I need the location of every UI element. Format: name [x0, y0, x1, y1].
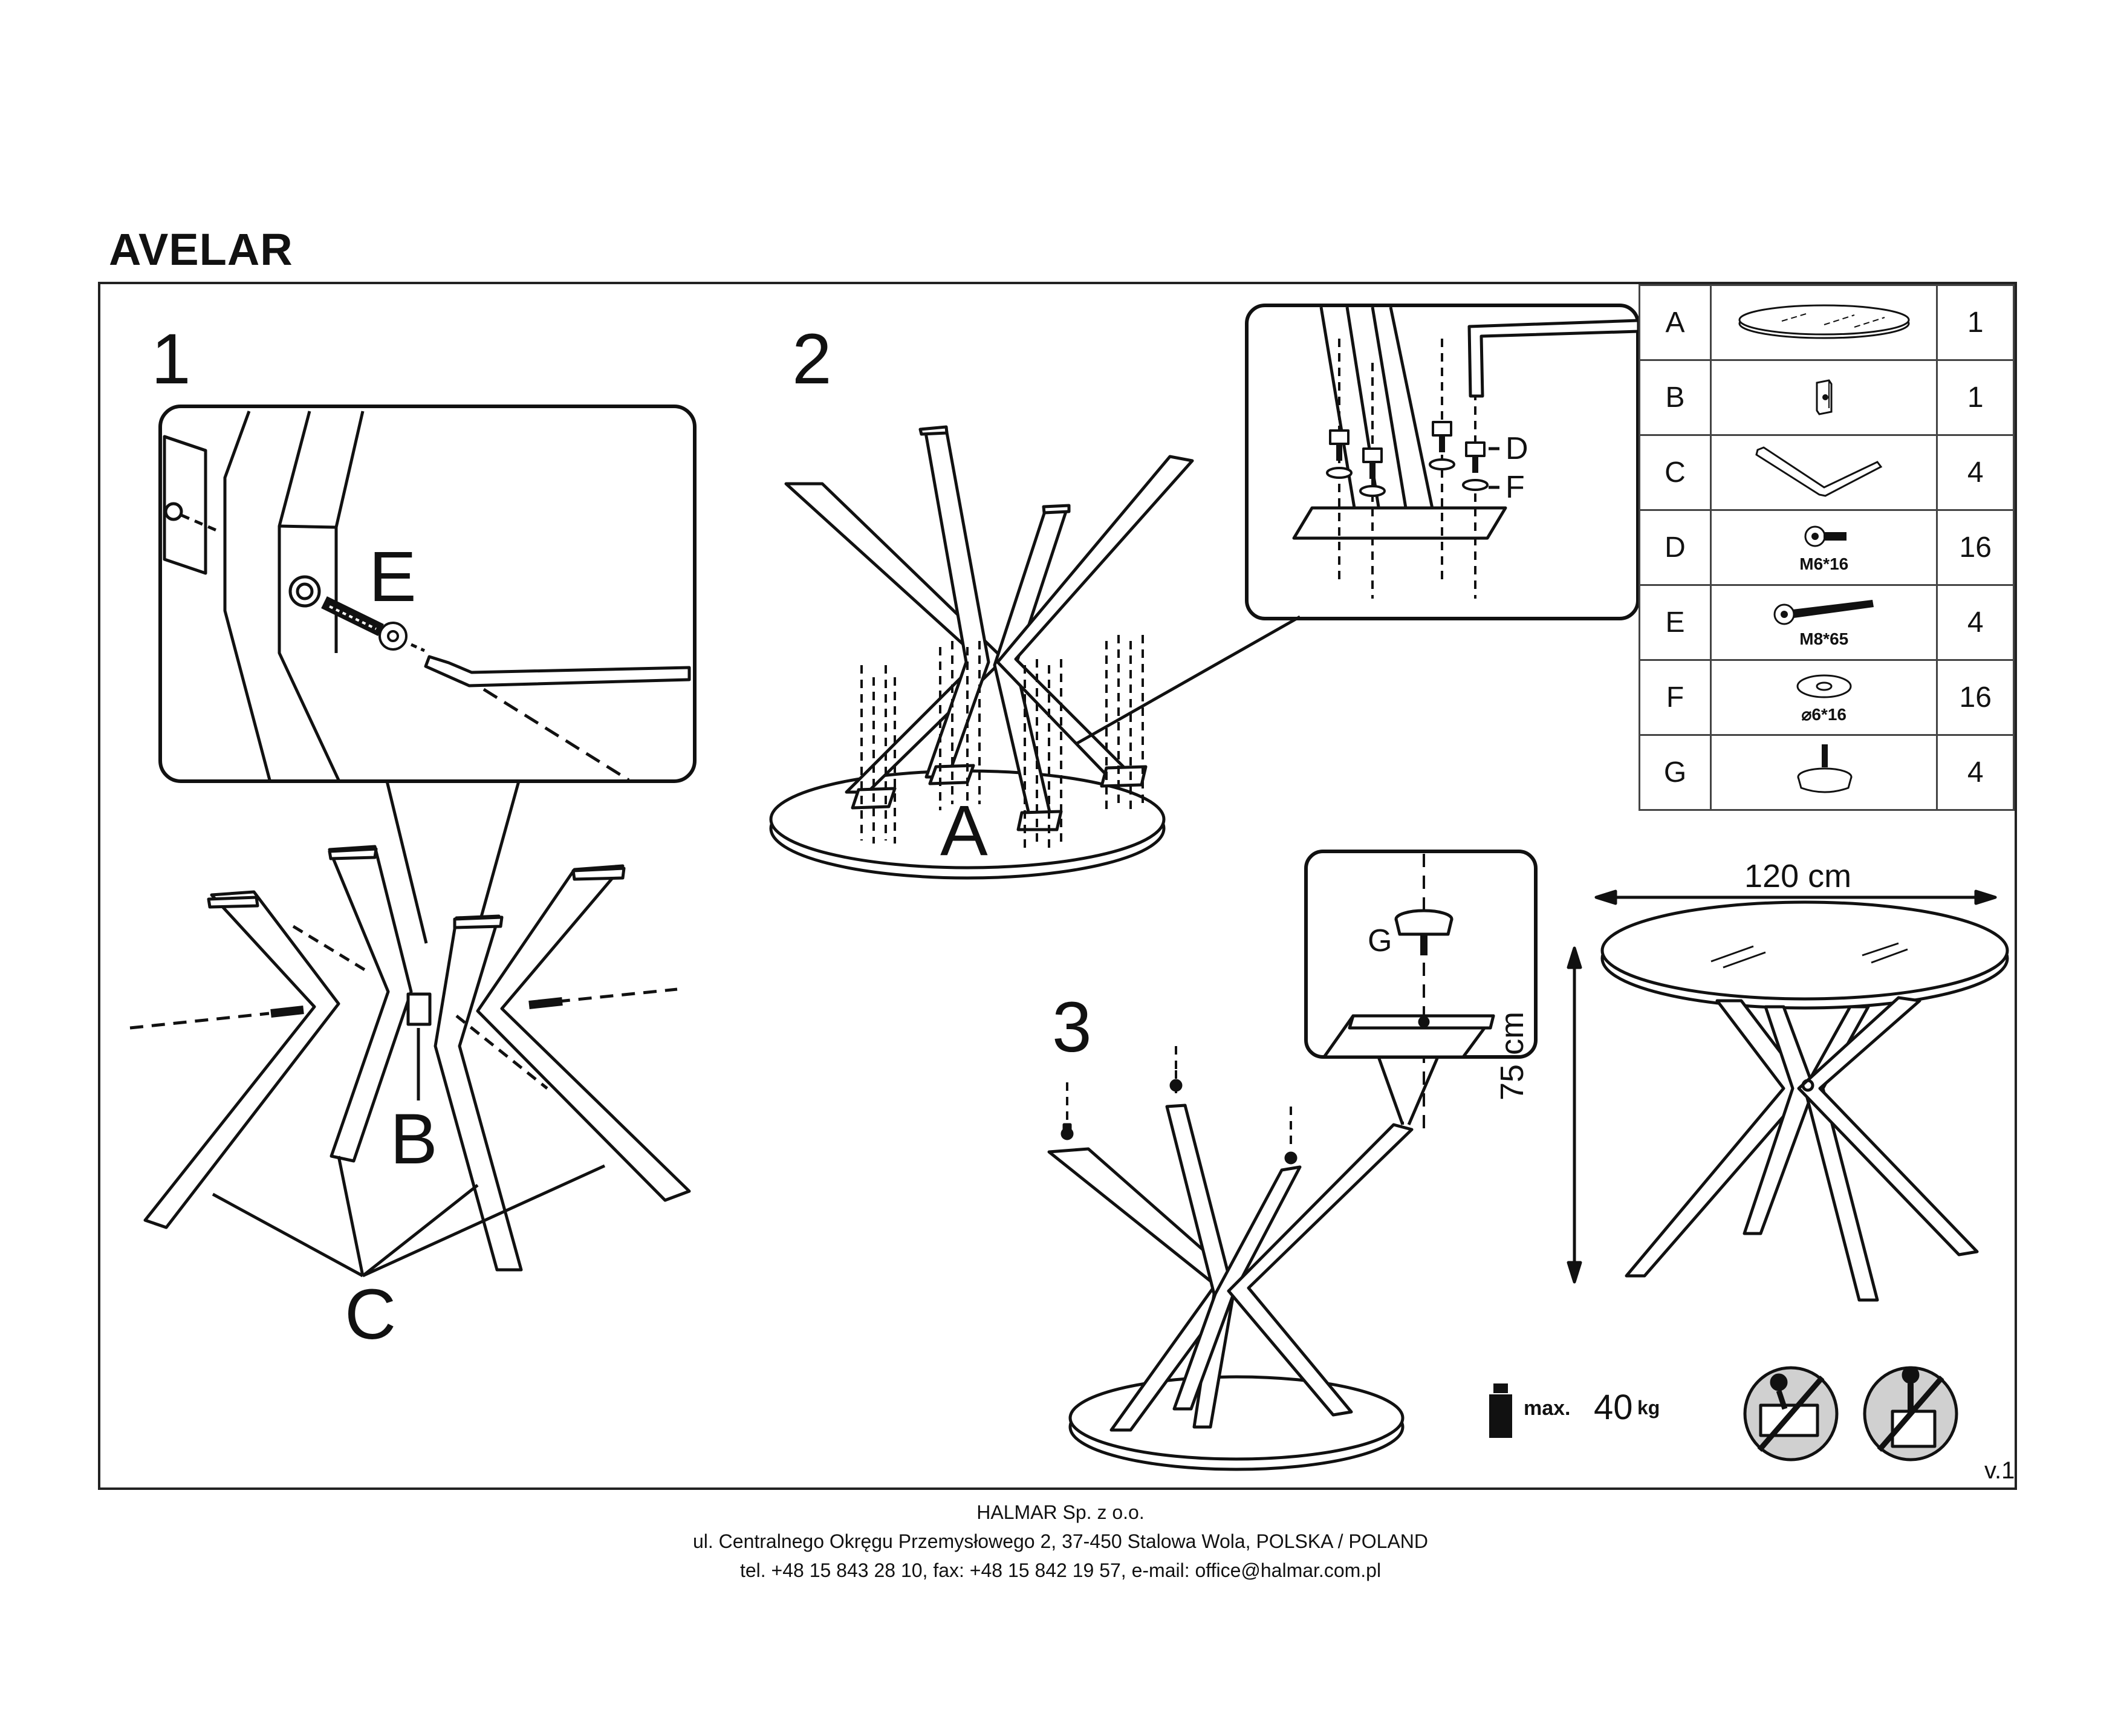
document-title: AVELAR: [109, 224, 293, 275]
label-part-b: B: [390, 1099, 438, 1179]
part-quantity: 16: [1936, 509, 2015, 586]
part-letter: C: [1638, 434, 1712, 511]
label-part-g: G: [1368, 923, 1392, 958]
glass-top-icon: [1738, 304, 1910, 339]
finished-table: [1567, 889, 2009, 1302]
label-part-e: E: [369, 537, 417, 617]
weight-icon: [1489, 1383, 1512, 1438]
part-picture: M8*65: [1710, 584, 1938, 661]
parts-row: C 4: [1638, 434, 2015, 511]
version-label: v.1: [1984, 1457, 2015, 1484]
part-picture: [1710, 284, 1938, 361]
parts-row: D M6*16 16: [1638, 509, 2015, 586]
part-picture: ⌀6*16: [1710, 659, 1938, 736]
part-quantity: 1: [1936, 359, 2015, 436]
step-number-2: 2: [792, 319, 832, 399]
washer-icon: [1796, 674, 1852, 698]
part-picture: [1710, 359, 1938, 436]
step2-assembly: [769, 425, 1301, 880]
part-letter: G: [1638, 734, 1712, 811]
max-load-unit: kg: [1637, 1397, 1660, 1419]
part-letter: F: [1638, 659, 1712, 736]
part-spec: ⌀6*16: [1801, 704, 1847, 724]
max-load-prefix: max.: [1524, 1397, 1571, 1420]
connector-block-icon: [1816, 379, 1833, 415]
no-climbing-icon: [1863, 1366, 1958, 1461]
part-quantity: 4: [1936, 734, 2015, 811]
label-part-a: A: [940, 791, 988, 871]
table-height-dimension: 75 cm: [1494, 1011, 1530, 1100]
part-picture: [1710, 734, 1938, 811]
parts-row: B 1: [1638, 359, 2015, 436]
part-quantity: 4: [1936, 434, 2015, 511]
part-spec: M8*65: [1799, 629, 1849, 648]
footer-address: ul. Centralnego Okręgu Przemysłowego 2, …: [692, 1530, 1428, 1552]
label-part-d: D: [1505, 431, 1528, 466]
step3-assembly: [1047, 1046, 1440, 1471]
part-letter: B: [1638, 359, 1712, 436]
part-letter: D: [1638, 509, 1712, 586]
label-part-c: C: [345, 1275, 397, 1354]
short-bolt-icon: [1804, 525, 1847, 547]
step-number-3: 3: [1052, 987, 1092, 1067]
part-letter: E: [1638, 584, 1712, 661]
step1-detail-bubble: [158, 405, 697, 974]
footer-company: HALMAR Sp. z o.o.: [976, 1501, 1145, 1523]
part-letter: A: [1638, 284, 1712, 361]
table-width-dimension: 120 cm: [1744, 858, 1852, 894]
step2-detail-bubble: [1245, 304, 1640, 620]
part-picture: [1710, 434, 1938, 511]
parts-row: F ⌀6*16 16: [1638, 659, 2015, 736]
part-quantity: 1: [1936, 284, 2015, 361]
step-number-1: 1: [151, 319, 191, 399]
max-load-value: 40: [1594, 1388, 1633, 1427]
instruction-frame: [98, 282, 2017, 1490]
part-spec: M6*16: [1799, 554, 1849, 573]
no-standing-on-table-icon: [1743, 1366, 1839, 1461]
label-part-f: F: [1505, 470, 1525, 505]
leveling-foot-icon: [1797, 744, 1853, 793]
leg-bracket-icon: [1755, 446, 1883, 497]
part-quantity: 16: [1936, 659, 2015, 736]
parts-list-table: A 1 B 1 C 4: [1638, 284, 2015, 811]
step3-detail-bubble: [1304, 850, 1538, 1137]
parts-row: G 4: [1638, 734, 2015, 811]
part-quantity: 4: [1936, 584, 2015, 661]
parts-row: E M8*65 4: [1638, 584, 2015, 661]
parts-row: A 1: [1638, 284, 2015, 361]
footer-contact: tel. +48 15 843 28 10, fax: +48 15 842 1…: [739, 1559, 1382, 1581]
part-picture: M6*16: [1710, 509, 1938, 586]
step1-leg-base: [129, 845, 691, 1278]
long-bolt-icon: [1773, 600, 1874, 625]
